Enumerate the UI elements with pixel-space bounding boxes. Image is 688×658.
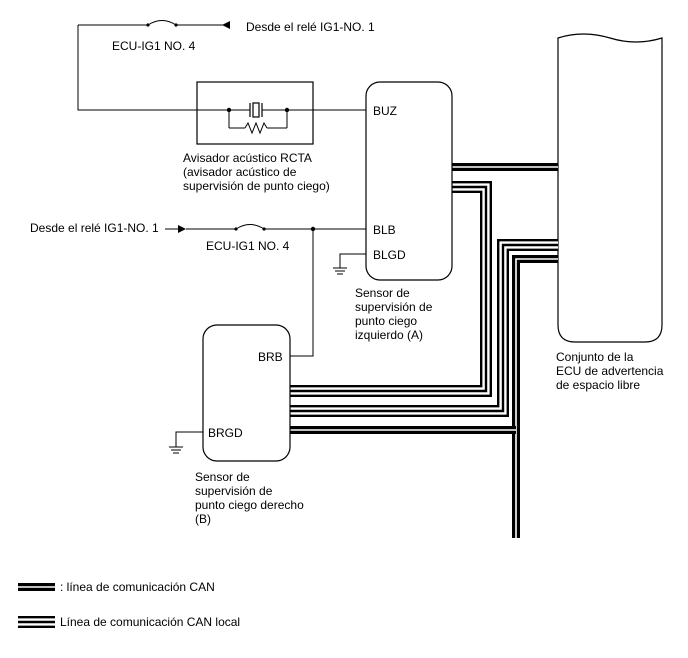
left-ground (333, 253, 366, 275)
clearance-warning-ecu: Conjunto de la ECU de advertencia de esp… (556, 33, 664, 392)
fuse-label-mid: ECU-IG1 NO. 4 (206, 239, 290, 253)
legend: : línea de comunicación CAN Línea de com… (18, 580, 240, 629)
left-blind-spot-sensor: BUZ BLB BLGD Sensor de supervisión de pu… (355, 81, 453, 342)
pin-blb: BLB (373, 223, 396, 237)
middle-power-feed: Desde el relé IG1-NO. 1 ECU-IG1 NO. 4 (30, 221, 366, 357)
can-bus-lines (290, 163, 558, 538)
ecu-box (557, 33, 663, 343)
fuse-icon-mid (235, 224, 265, 230)
right-sensor-label-line1: Sensor de (195, 470, 250, 484)
buzzer-label-line1: Avisador acústico RCTA (183, 151, 312, 165)
ground-icon-left (333, 267, 347, 275)
fuse-label-top: ECU-IG1 NO. 4 (112, 39, 196, 53)
buzzer-label-line2: (avisador acústico de (183, 165, 297, 179)
left-sensor-box (365, 81, 453, 281)
left-sensor-label-line1: Sensor de (355, 286, 410, 300)
arrow-icon-mid (178, 225, 186, 233)
ecu-label-line3: de espacio libre (556, 378, 640, 392)
right-blind-spot-sensor: BRB BRGD Sensor de supervisión de punto … (195, 324, 304, 526)
pin-buz: BUZ (373, 104, 397, 118)
buzzer-label-line3: supervisión de punto ciego) (183, 179, 330, 193)
right-ground (169, 431, 203, 454)
ecu-label-line2: ECU de advertencia (556, 364, 664, 378)
pin-brb: BRB (258, 350, 283, 364)
right-sensor-box (202, 324, 291, 462)
resistor-icon (244, 121, 268, 135)
pin-brgd: BRGD (208, 426, 243, 440)
right-sensor-label-line2: supervisión de (195, 484, 273, 498)
right-sensor-label-line3: punto ciego derecho (195, 498, 304, 512)
legend-can-label: : línea de comunicación CAN (60, 580, 215, 594)
left-sensor-label-line3: punto ciego (355, 314, 417, 328)
left-sensor-label-line4: izquierdo (A) (355, 328, 423, 342)
pin-blgd: BLGD (373, 248, 406, 262)
ecu-label-line1: Conjunto de la (556, 350, 634, 364)
top-power-feed: Desde el relé IG1-NO. 1 ECU-IG1 NO. 4 (77, 20, 375, 111)
left-sensor-label-line2: supervisión de (355, 300, 433, 314)
ground-icon-right (169, 446, 183, 454)
from-relay-label-mid: Desde el relé IG1-NO. 1 (30, 221, 159, 235)
rcta-buzzer: Avisador acústico RCTA (avisador acústic… (183, 81, 366, 193)
fuse-icon-top (147, 20, 177, 26)
legend-local-can-label: Línea de comunicación CAN local (60, 615, 240, 629)
right-sensor-label-line4: (B) (195, 512, 211, 526)
from-relay-label-top: Desde el relé IG1-NO. 1 (246, 20, 375, 34)
